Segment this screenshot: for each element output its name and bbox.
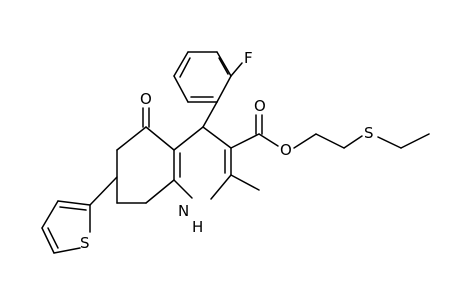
fluorine-atom-label: F: [244, 49, 253, 67]
bond: [258, 133, 279, 147]
bond: [145, 126, 175, 151]
thioether-sulfur-label: S: [364, 124, 374, 142]
ester-carbonyl-oxygen-label: O: [254, 97, 266, 115]
bond: [173, 75, 189, 103]
bond: [116, 126, 147, 151]
bond: [47, 227, 59, 249]
bond: [230, 133, 260, 149]
bond: [216, 51, 232, 77]
bond: [41, 200, 59, 229]
bond: [59, 206, 87, 211]
ester-ether-oxygen-label: O: [280, 141, 292, 159]
thiophene-sulfur-label: S: [80, 234, 90, 252]
bond: [173, 179, 193, 199]
bond: [202, 101, 218, 128]
bond-layer: [41, 51, 430, 254]
bond: [173, 126, 204, 151]
ketone-oxygen-label: O: [140, 90, 152, 108]
bond: [173, 51, 189, 77]
bond: [210, 174, 232, 200]
bond: [41, 227, 55, 254]
bond: [315, 133, 345, 149]
bond: [202, 126, 232, 149]
bond: [53, 247, 81, 254]
bond: [400, 133, 430, 149]
bond: [145, 179, 175, 204]
bond: [216, 75, 232, 103]
bond: [293, 133, 317, 149]
bond: [57, 200, 91, 206]
bond: [218, 57, 229, 75]
bond: [230, 174, 260, 191]
nitrogen-hydrogen-label: H: [192, 218, 203, 236]
atom-label-layer: F O O O S S N H: [80, 49, 374, 252]
ring-nitrogen-label: N: [178, 202, 189, 220]
bond: [377, 136, 402, 149]
bond: [89, 176, 118, 206]
bond: [179, 57, 191, 78]
bond: [343, 135, 363, 149]
bond: [230, 62, 243, 77]
